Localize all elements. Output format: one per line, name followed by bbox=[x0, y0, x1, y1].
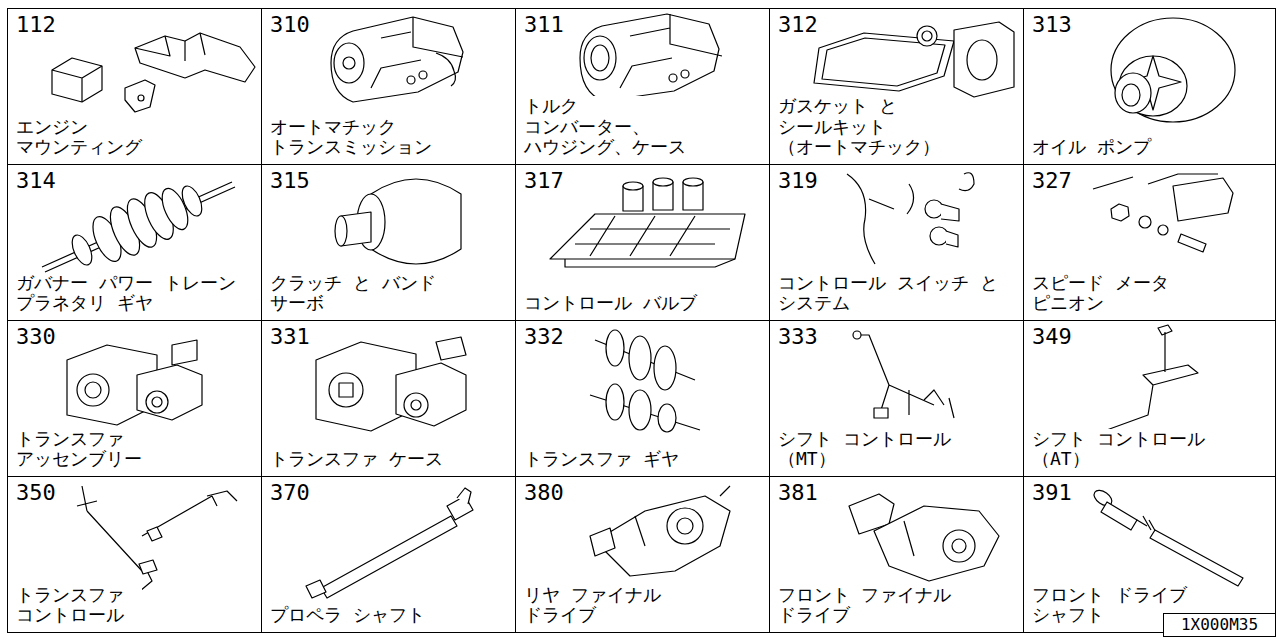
transmission-drawing bbox=[331, 17, 463, 102]
catalog-cell: 313 オイル ポンプ bbox=[1023, 8, 1276, 165]
catalog-cell: 310 オートマチック トランスミッション bbox=[261, 8, 516, 165]
callout-number: 330 bbox=[16, 326, 56, 348]
catalog-cell: 315 クラッチ と バンド サーボ bbox=[261, 164, 516, 321]
callout-number: 331 bbox=[270, 326, 310, 348]
shift-mt-drawing bbox=[853, 331, 954, 418]
callout-number: 333 bbox=[778, 326, 818, 348]
part-group-name: スピード メータ ピニオン bbox=[1032, 273, 1185, 314]
gasket-drawing bbox=[814, 22, 1014, 97]
catalog-cell: 330 トランスファ アッセンブリー bbox=[7, 320, 262, 477]
part-group-name: シフト コントロール （MT） bbox=[778, 429, 967, 470]
part-group-name: リヤ ファイナル ドライブ bbox=[524, 585, 677, 626]
part-group-name: トランスファ アッセンブリー bbox=[16, 429, 160, 470]
callout-number: 310 bbox=[270, 14, 310, 36]
catalog-cell: 112 エンジン マウンティング bbox=[7, 8, 262, 165]
valve-body-drawing bbox=[550, 178, 745, 267]
callout-number: 112 bbox=[16, 14, 56, 36]
part-group-name: コントロール スイッチ と システム bbox=[778, 273, 1012, 314]
catalog-cell: 312 ガスケット と シールキット （オートマチック） bbox=[769, 8, 1024, 165]
transfer-case-drawing bbox=[316, 337, 466, 431]
part-group-name: シフト コントロール （AT） bbox=[1032, 429, 1221, 470]
part-group-name: オートマチック トランスミッション bbox=[270, 117, 450, 158]
callout-number: 380 bbox=[524, 482, 564, 504]
catalog-cell: 333 シフト コントロール （MT） bbox=[769, 320, 1024, 477]
rear-final-drive-drawing bbox=[590, 486, 730, 576]
part-group-name: クラッチ と バンド サーボ bbox=[270, 273, 450, 314]
callout-number: 319 bbox=[778, 170, 818, 192]
callout-number: 315 bbox=[270, 170, 310, 192]
callout-number: 327 bbox=[1032, 170, 1072, 192]
catalog-cell: 311 トルク コンバーター、 ハウジング、ケース bbox=[515, 8, 770, 165]
catalog-cell: 332 トランスファ ギヤ bbox=[515, 320, 770, 477]
catalog-cell: 380 リヤ ファイナル ドライブ bbox=[515, 476, 770, 633]
callout-number: 311 bbox=[524, 14, 564, 36]
callout-number: 312 bbox=[778, 14, 818, 36]
callout-number: 317 bbox=[524, 170, 564, 192]
part-group-name: トランスファ ギヤ bbox=[524, 449, 679, 470]
figure-code: 1X000M35 bbox=[1181, 617, 1258, 633]
catalog-cell: 314 ガバナー パワー トレーン プラネタリ ギヤ bbox=[7, 164, 262, 321]
part-group-name: トランスファ コントロール bbox=[16, 585, 142, 626]
figure-code-box: 1X000M35 bbox=[1163, 613, 1276, 637]
transfer-gear-drawing bbox=[590, 330, 700, 432]
transfer-assy-drawing bbox=[67, 340, 202, 425]
callout-number: 314 bbox=[16, 170, 56, 192]
oil-pump-drawing bbox=[1111, 18, 1235, 122]
catalog-cell: 391フロント ドライブ シャフト bbox=[1023, 476, 1276, 633]
housing-drawing bbox=[580, 14, 722, 101]
part-group-name: ガバナー パワー トレーン プラネタリ ギヤ bbox=[16, 273, 250, 314]
catalog-cell: 370 プロペラ シャフト bbox=[261, 476, 516, 633]
front-final-drive-drawing bbox=[849, 494, 999, 581]
pinion-drawing bbox=[1093, 174, 1233, 252]
part-group-name: トルク コンバーター、 ハウジング、ケース bbox=[524, 96, 713, 158]
callout-number: 313 bbox=[1032, 14, 1072, 36]
power-train-drawing bbox=[42, 182, 235, 272]
shift-at-drawing bbox=[1093, 325, 1198, 440]
catalog-cell: 350 トランスファ コントロール bbox=[7, 476, 262, 633]
catalog-cell: 317 コントロール バルブ bbox=[515, 164, 770, 321]
callout-number: 370 bbox=[270, 482, 310, 504]
engine-mount-drawing bbox=[52, 33, 255, 112]
part-group-name: フロント ファイナル ドライブ bbox=[778, 585, 967, 626]
callout-number: 391 bbox=[1032, 482, 1072, 504]
catalog-cell: 331 トランスファ ケース bbox=[261, 320, 516, 477]
catalog-cell: 349 シフト コントロール （AT） bbox=[1023, 320, 1276, 477]
part-group-name: ガスケット と シールキット （オートマチック） bbox=[778, 96, 949, 158]
transfer-control-drawing bbox=[77, 486, 237, 591]
part-group-name: コントロール バルブ bbox=[524, 293, 697, 314]
callout-number: 350 bbox=[16, 482, 56, 504]
catalog-cell: 381 フロント ファイナル ドライブ bbox=[769, 476, 1024, 633]
part-group-name: エンジン マウンティング bbox=[16, 117, 160, 158]
propeller-shaft-drawing bbox=[306, 488, 473, 598]
part-group-name: オイル ポンプ bbox=[1032, 137, 1151, 158]
catalog-cell: 327 スピード メータ ピニオン bbox=[1023, 164, 1276, 321]
drive-shaft-drawing bbox=[1091, 487, 1243, 586]
callout-number: 332 bbox=[524, 326, 564, 348]
clutch-drawing bbox=[335, 179, 461, 264]
switch-drawing bbox=[847, 173, 974, 264]
part-group-name: トランスファ ケース bbox=[270, 449, 443, 470]
callout-number: 349 bbox=[1032, 326, 1072, 348]
part-group-name: プロペラ シャフト bbox=[270, 605, 425, 626]
catalog-cell: 319 コントロール スイッチ と システム bbox=[769, 164, 1024, 321]
callout-number: 381 bbox=[778, 482, 818, 504]
